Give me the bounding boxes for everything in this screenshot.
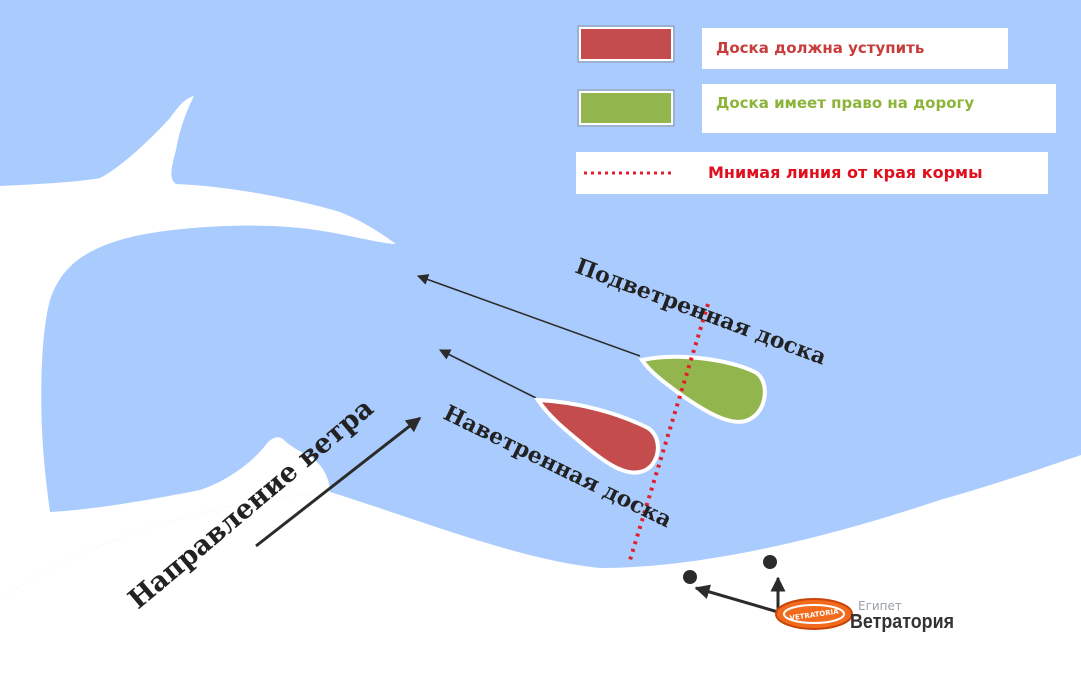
wind-direction-arrow	[255, 416, 422, 548]
logo-emblem-ring	[783, 604, 845, 624]
legend-swatch-right-of-way	[579, 91, 673, 125]
legend-label-right-of-way: Доска имеет право на дорогу	[716, 94, 974, 112]
left-shore	[0, 96, 396, 600]
marker-dot	[763, 555, 777, 569]
vetratoria-logo: VETRATORIA Египет Ветратория	[775, 598, 954, 633]
legend-label-give-way: Доска должна уступить	[716, 39, 924, 57]
legend-label-stern-line: Мнимая линия от края кормы	[708, 163, 983, 182]
leeward-board	[638, 354, 767, 424]
legend-box-give-way	[702, 28, 1008, 69]
logo-top-word: Египет	[858, 599, 902, 613]
legend-box-right-of-way	[702, 84, 1056, 133]
windward-board	[534, 397, 660, 475]
logo-main-word: Ветратория	[850, 611, 954, 633]
leeward-course-arrow	[416, 274, 641, 357]
logo-pointer-arrow	[694, 584, 779, 614]
legend-swatch-frame	[577, 25, 675, 63]
marker-dot	[683, 570, 697, 584]
legend-swatch-give-way	[579, 27, 673, 61]
windward-course-arrow	[438, 349, 537, 399]
legend-swatch-frame	[577, 89, 675, 127]
